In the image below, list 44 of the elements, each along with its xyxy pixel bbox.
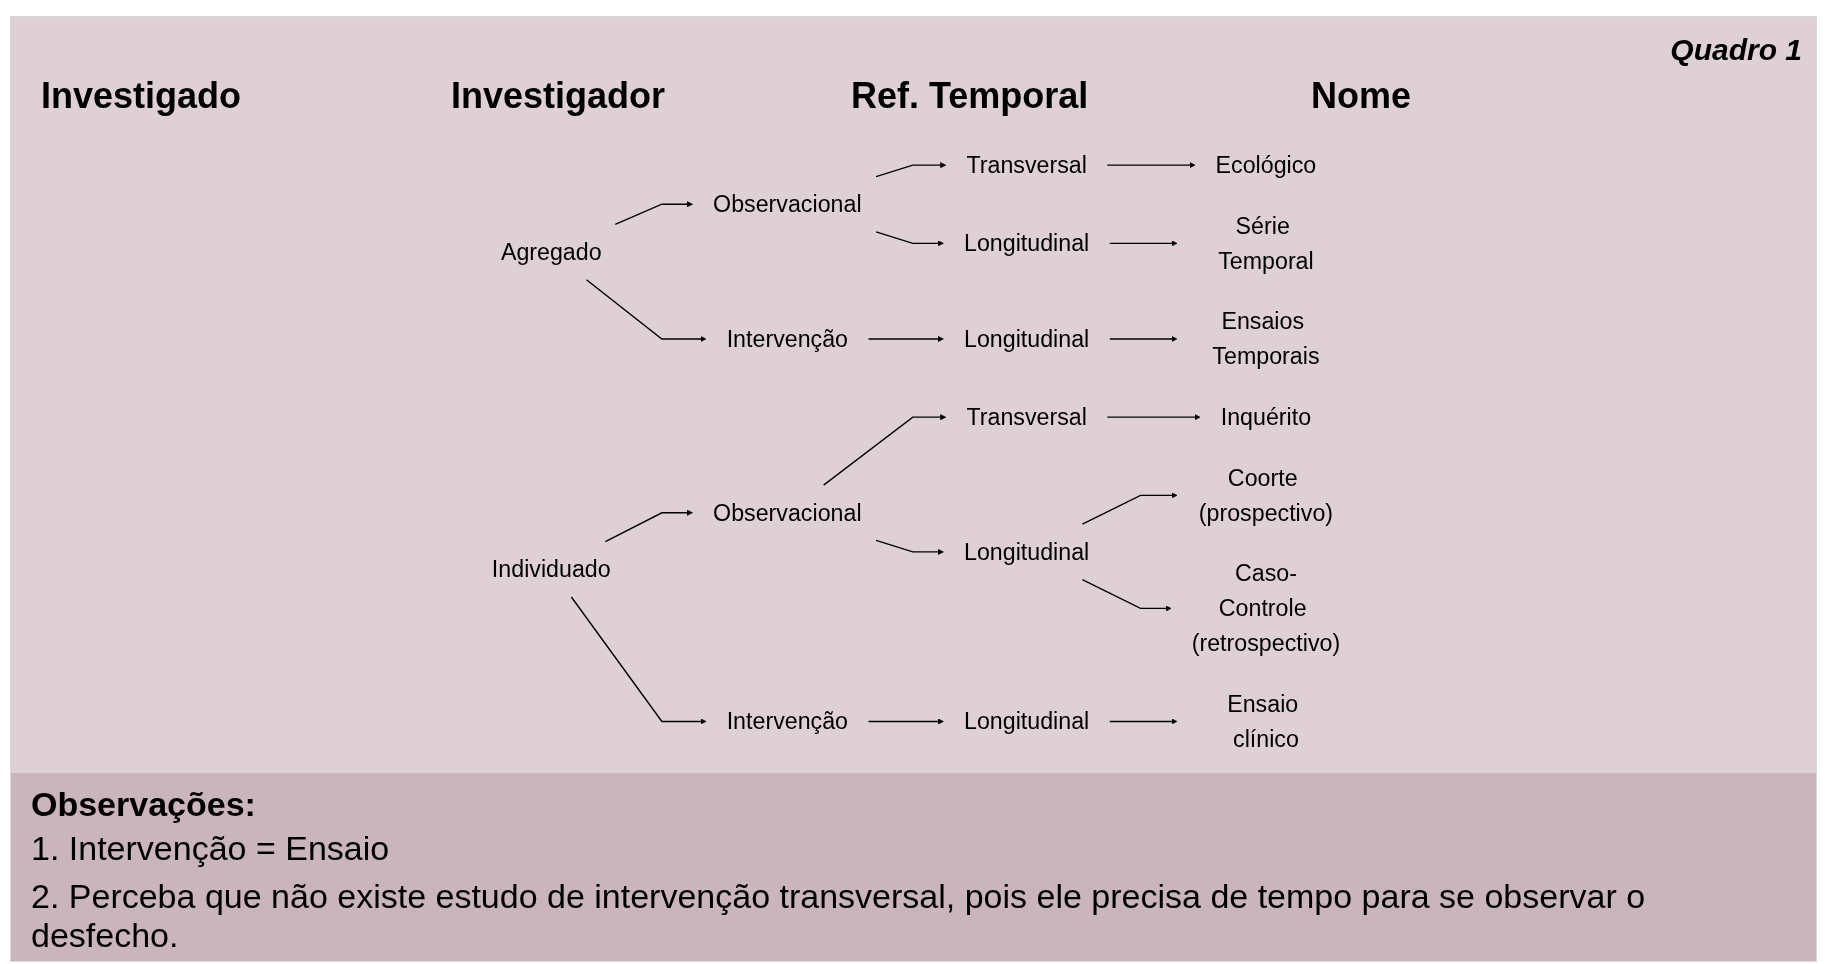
- node-text: Longitudinal: [964, 230, 1090, 256]
- arrow: [570, 596, 707, 725]
- arrow: [1106, 414, 1201, 421]
- node-text: Intervenção: [726, 708, 849, 735]
- arrow: [1109, 240, 1178, 247]
- note-text: 2. Perceba que não existe estudo de intervenção transversal, pois ele precisa de tempo para se observar o desfecho.: [31, 877, 1647, 955]
- arrow: [875, 162, 947, 178]
- column-header: Investigado: [41, 75, 242, 117]
- node-text: Caso-Controle (retrospectivo): [1191, 560, 1341, 656]
- arrow: [867, 718, 944, 725]
- node-text: Longitudinal: [964, 325, 1090, 352]
- note-text: 1. Intervenção = Ensaio: [31, 829, 391, 868]
- column-header: Nome: [1311, 75, 1412, 117]
- figure-number: Quadro 1: [1670, 33, 1802, 67]
- node-text: Transversal: [966, 403, 1087, 430]
- arrow: [822, 414, 947, 486]
- arrow: [875, 539, 944, 555]
- arrow: [867, 335, 944, 342]
- node-text: Observacional: [713, 190, 862, 217]
- arrow: [614, 201, 693, 226]
- node-text: Individuado: [491, 555, 611, 582]
- node-text: Intervenção: [726, 325, 849, 352]
- notes-heading: Observações:: [31, 785, 257, 824]
- node-text: Inquérito: [1220, 403, 1312, 430]
- arrow: [604, 509, 693, 543]
- node-text: Série Temporal: [1218, 212, 1314, 274]
- arrow: [585, 279, 707, 342]
- node-text: Ecológico: [1215, 151, 1317, 178]
- node-text: Ensaios Temporais: [1212, 308, 1320, 370]
- node-text: Observacional: [713, 499, 862, 526]
- column-header: Ref. Temporal: [851, 75, 1089, 117]
- arrow: [875, 231, 944, 247]
- node-text: Coorte (prospectivo): [1198, 464, 1334, 526]
- node-text: Agregado: [500, 238, 602, 265]
- node-text: Transversal: [966, 151, 1087, 178]
- arrow: [1109, 335, 1178, 342]
- column-header: Investigador: [451, 75, 666, 117]
- node-text: Longitudinal: [964, 538, 1090, 565]
- arrow: [1109, 718, 1178, 725]
- arrow: [1081, 492, 1178, 525]
- arrow: [1106, 162, 1196, 169]
- node-text: Longitudinal: [964, 708, 1090, 735]
- node-text: Ensaio clínico: [1227, 690, 1299, 752]
- arrow: [1081, 578, 1172, 612]
